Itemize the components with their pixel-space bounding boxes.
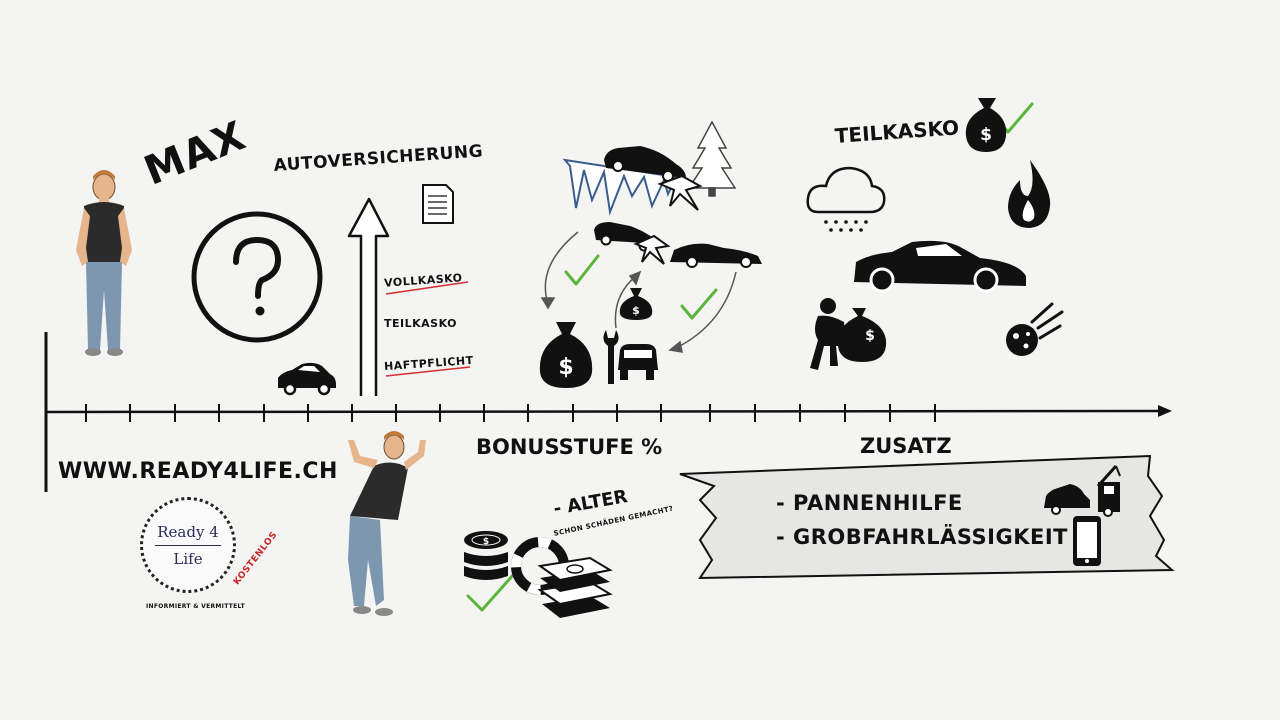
fire-icon (1008, 160, 1051, 228)
pannenhilfe-label: - PANNENHILFE (776, 491, 963, 515)
grobfahrlaessigkeit-label: - GROBFAHRLÄSSIGKEIT (776, 525, 1068, 549)
money-bag-icon: $ (619, 288, 653, 320)
website-url: WWW.READY4LIFE.CH (58, 459, 338, 484)
person-icon (76, 170, 132, 356)
thief-icon: $ (810, 298, 887, 370)
svg-text:$: $ (483, 537, 489, 547)
wrench-car-icon (603, 330, 658, 384)
cheering-person-icon (348, 431, 426, 616)
svg-text:$: $ (865, 328, 875, 344)
arrow-up-icon (347, 197, 390, 396)
logo-divider (155, 544, 221, 546)
zusatz-label: ZUSATZ (860, 434, 952, 458)
meteor-icon (1006, 302, 1064, 356)
svg-text:$: $ (980, 125, 992, 145)
snow-cloud-icon (806, 166, 886, 232)
sports-car-icon (854, 240, 1026, 293)
cash-stack-icon (537, 556, 613, 618)
car-crash-icon (604, 146, 703, 211)
tree-icon (687, 120, 737, 197)
car-icon (278, 362, 336, 396)
question-mark-icon (191, 211, 323, 343)
logo-tagline: INFORMIERT & VERMITTELT (146, 603, 246, 610)
teilkasko-small-label: TEILKASKO (384, 317, 457, 330)
money-bag-icon: $ (539, 322, 593, 388)
car-crash-icon (594, 222, 762, 268)
curved-arrows (540, 231, 737, 353)
bonusstufe-label: BONUSSTUFE % (476, 435, 663, 459)
zusatz-banner (679, 454, 1175, 580)
timeline-axis (44, 332, 1172, 492)
coins-icon: $ (464, 531, 508, 580)
smartphone-icon (1073, 516, 1101, 566)
money-bag-icon: $ (965, 98, 1007, 152)
svg-text:$: $ (558, 355, 573, 380)
document-icon (422, 184, 454, 224)
tow-truck-icon (1044, 464, 1121, 517)
logo-line2: Life (173, 549, 203, 568)
ready4life-logo: Ready 4 Life (140, 497, 236, 593)
svg-text:$: $ (632, 304, 640, 317)
red-underlines (385, 281, 471, 377)
logo-line1: Ready 4 (157, 522, 219, 541)
